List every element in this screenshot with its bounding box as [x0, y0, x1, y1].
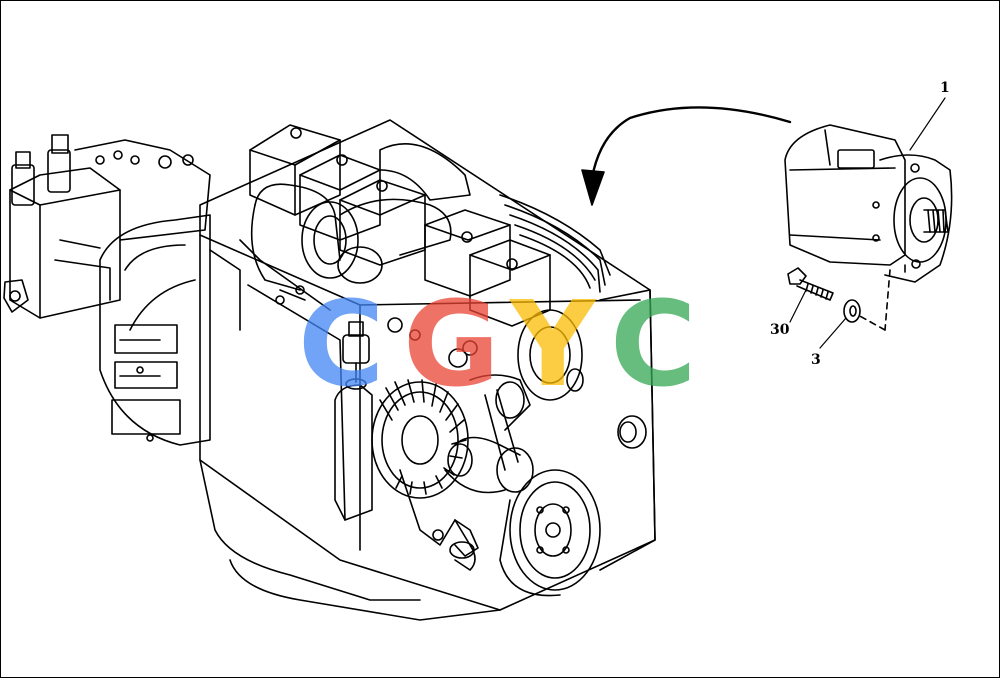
water-outlet [449, 519, 476, 571]
crankshaft-damper [499, 469, 601, 597]
watermark-letter-3: C [610, 285, 697, 395]
alternator [334, 379, 479, 557]
assembly-arrow [581, 106, 792, 206]
washer [843, 299, 861, 323]
watermark-logo: C G Y C [298, 285, 697, 395]
fuel-lines [499, 194, 611, 293]
flywheel-housing [99, 214, 211, 446]
front-cover [599, 289, 656, 571]
watermark-letter-0: C [298, 285, 385, 395]
cylinder-heads [249, 124, 551, 327]
callout-label-3: 3 [811, 352, 821, 368]
turbocharger [250, 183, 452, 305]
belt-drive [444, 309, 584, 494]
bolt [787, 267, 834, 301]
callout-label-30: 30 [770, 322, 790, 338]
leader-lines [789, 97, 946, 349]
valve-block [3, 134, 211, 319]
watermark-letter-2: Y [508, 285, 597, 395]
pressure-switch [342, 317, 478, 390]
callout-label-1: 1 [940, 80, 950, 96]
engine-block [199, 119, 656, 621]
hydraulic-pump [784, 124, 953, 331]
watermark-letter-1: G [403, 285, 500, 395]
